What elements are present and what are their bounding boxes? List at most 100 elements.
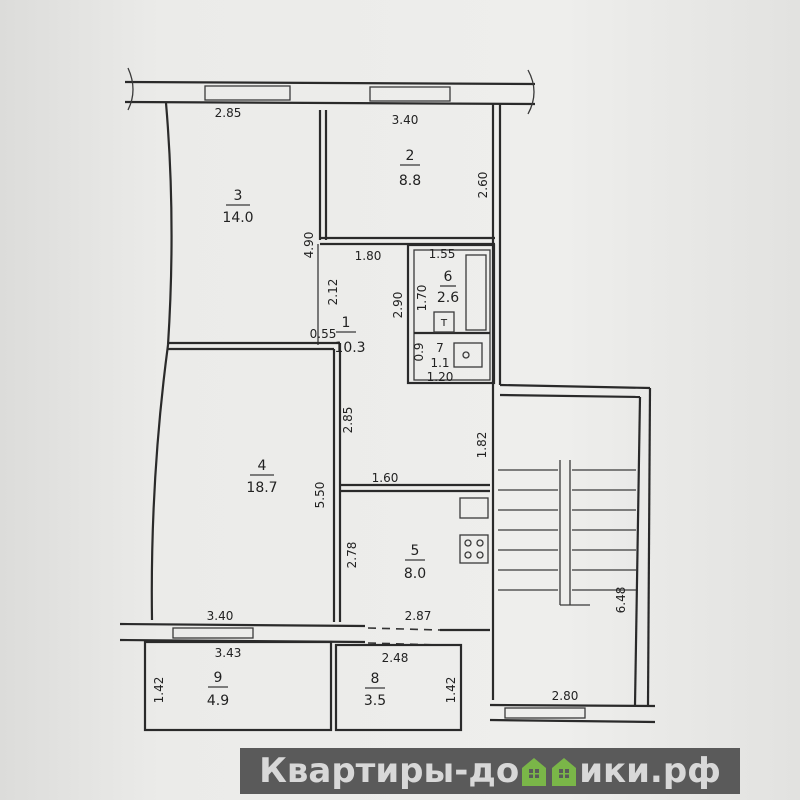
plan-label: 5 (411, 543, 420, 559)
plan-label: 2.12 (326, 279, 340, 306)
room-label-8: 83.5 (364, 671, 386, 709)
plan-line (646, 387, 652, 706)
sink-icon (453, 342, 483, 368)
stairwell (489, 383, 656, 724)
plan-line (124, 80, 536, 86)
plan-label: 2.60 (476, 172, 490, 199)
plan-line (499, 393, 641, 399)
plan-line (127, 67, 134, 111)
plan-label: 2 (406, 148, 415, 164)
watermark-text-right: ики.рф (579, 751, 721, 791)
plan-label: 8.0 (404, 566, 426, 582)
room-label-1: 110.3 (334, 315, 365, 356)
plan-line (413, 249, 491, 381)
plan-label: 4 (258, 458, 267, 474)
room-label-7: 71.1 (430, 341, 449, 370)
plan-label: 1.60 (372, 471, 399, 485)
plan-label: 1.55 (429, 247, 456, 261)
plan-label: 3 (234, 188, 243, 204)
plan-line (559, 773, 570, 775)
plan-label: 3.40 (392, 113, 419, 127)
plan-label: 6 (444, 269, 453, 285)
plan-line (464, 539, 472, 547)
plan-label: 8 (371, 671, 380, 687)
plan-label: 1.20 (427, 370, 454, 384)
room-4-walls (150, 341, 342, 622)
house-icon (520, 756, 548, 786)
plan-line (499, 383, 651, 390)
plan-line (119, 622, 366, 628)
plan-label: 9 (214, 670, 223, 686)
plan-label: 0.55 (310, 327, 337, 341)
room-label-4: 418.7 (246, 458, 277, 496)
plan-label: 1.70 (415, 285, 429, 312)
plan-label: 0.9 (412, 342, 426, 361)
room-label-6: 62.6 (437, 269, 459, 306)
plan-label: 2.85 (341, 407, 355, 434)
bathroom-block (406, 243, 496, 385)
room-label-2: 28.8 (399, 148, 421, 189)
plan-label: 8.8 (399, 173, 421, 189)
plan-label: 2.48 (382, 651, 409, 665)
plan-line (489, 703, 656, 708)
bathtub-icon (465, 254, 487, 331)
plan-label: 3.40 (207, 609, 234, 623)
room-3-walls (164, 102, 328, 346)
balcony-8 (334, 643, 463, 732)
plan-label: 1 (342, 315, 351, 331)
plan-label: 14.0 (222, 210, 253, 226)
plan-label: 4.90 (302, 232, 316, 259)
plan-line (150, 344, 170, 621)
plan-label: 2.90 (391, 292, 405, 319)
plan-label: 6.48 (614, 587, 628, 614)
plan-line (172, 627, 254, 639)
plan-label: 7 (436, 341, 444, 355)
balcony-9 (143, 640, 333, 732)
toilet-icon (433, 311, 455, 333)
toilet-symbol: т (441, 315, 448, 329)
plan-line (164, 102, 173, 346)
plan-line (633, 396, 642, 706)
plan-label: 3.5 (364, 693, 386, 709)
plan-line (527, 69, 535, 115)
plan-line (406, 243, 496, 385)
plan-line (529, 773, 540, 775)
kitchen-sink-icon (459, 497, 489, 519)
plan-label: 5.50 (313, 482, 327, 509)
plan-label: 1.82 (475, 432, 489, 459)
watermark-logo: Квартиры-до ики.рф (240, 748, 740, 794)
plan-line (124, 100, 536, 106)
plan-line (476, 551, 484, 559)
house-icon (550, 756, 578, 786)
plan-line (498, 469, 636, 591)
plan-label: 1.42 (152, 677, 166, 704)
plan-label: 18.7 (246, 480, 277, 496)
top-exterior-wall (124, 67, 536, 115)
plan-line (504, 707, 586, 719)
plan-line (204, 85, 291, 101)
room-label-5: 58.0 (404, 543, 426, 582)
plan-label: 2.85 (215, 106, 242, 120)
dimensions: 2.85 3.40 2.60 4.90 1.80 1.55 2.12 2.90 … (152, 106, 628, 703)
plan-label: 1.42 (444, 677, 458, 704)
plan-line (367, 627, 441, 631)
plan-label: 1.80 (355, 249, 382, 263)
plan-line (369, 86, 451, 102)
plan-label: 2.80 (552, 689, 579, 703)
plan-label: 2.6 (437, 290, 459, 306)
plan-line (476, 539, 484, 547)
plan-label: 3.43 (215, 646, 242, 660)
room-label-3: 314.0 (222, 188, 253, 226)
plan-line (464, 551, 472, 559)
room-label-9: 94.9 (207, 670, 229, 709)
plan-label: 2.87 (405, 609, 432, 623)
plan-label: 2.78 (345, 542, 359, 569)
plan-label: 10.3 (334, 340, 365, 356)
plan-label: 4.9 (207, 693, 229, 709)
plan-line (489, 718, 656, 724)
watermark-text-left: Квартиры-до (259, 751, 520, 791)
plan-line (462, 351, 470, 359)
plan-label: 1.1 (430, 356, 449, 370)
